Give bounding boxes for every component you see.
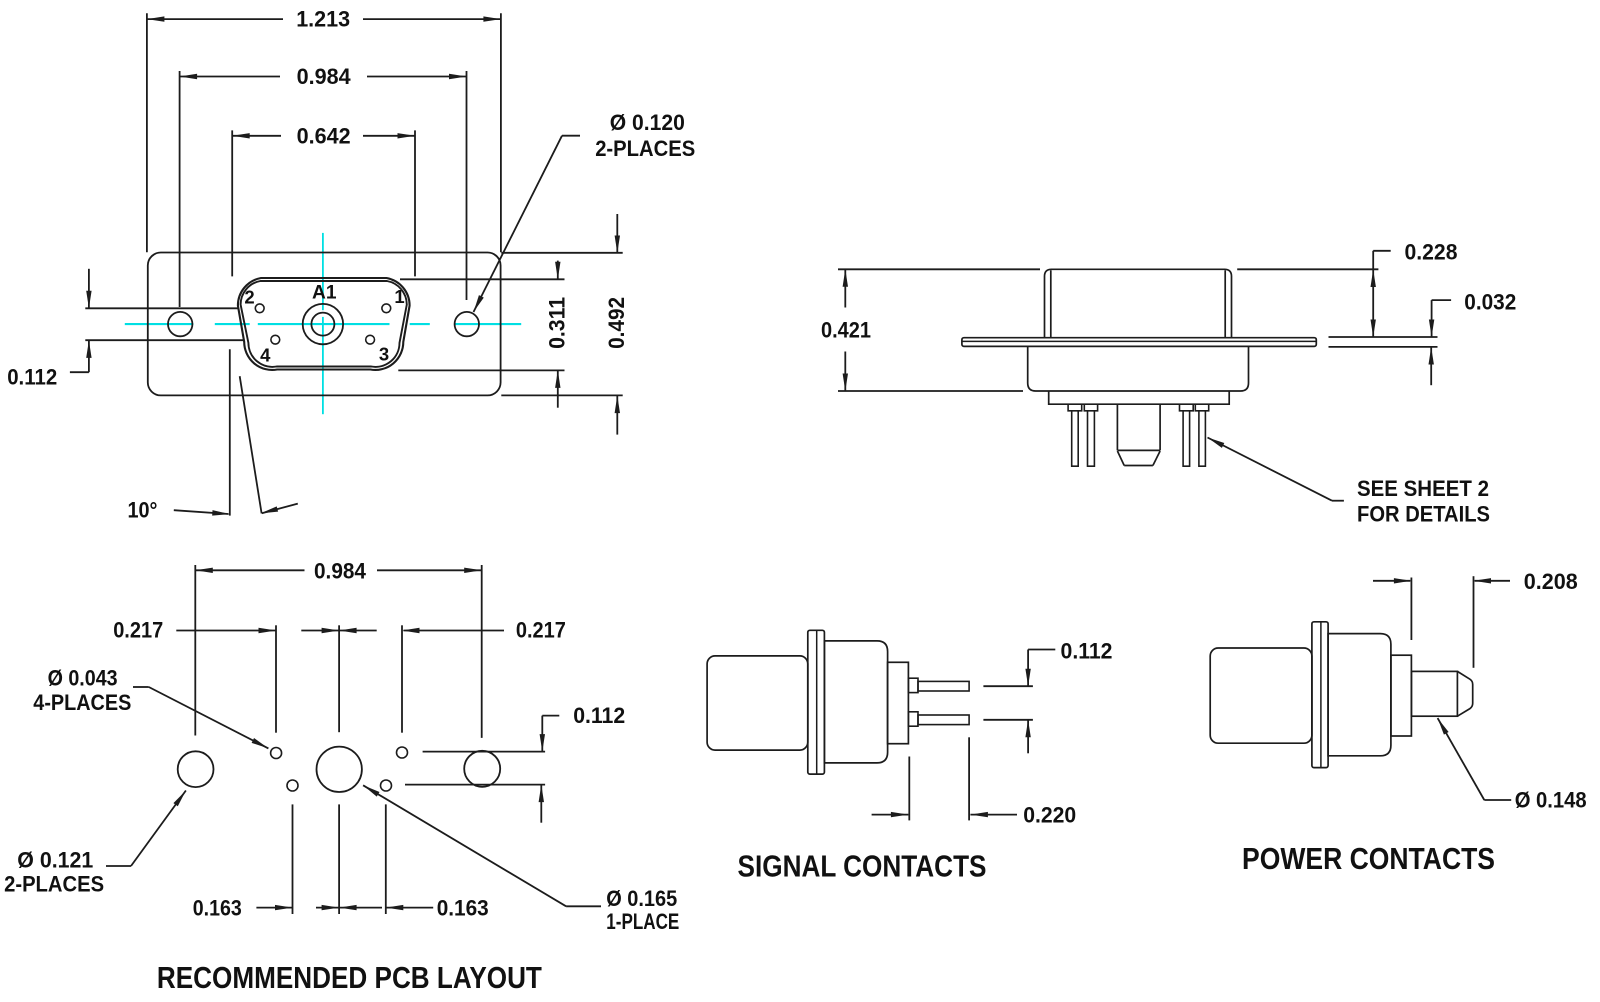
svg-text:4-PLACES: 4-PLACES [33,690,131,715]
svg-text:2-PLACES: 2-PLACES [595,136,695,161]
svg-text:Ø 0.148: Ø 0.148 [1515,787,1587,812]
svg-text:1-PLACE: 1-PLACE [606,909,679,934]
svg-text:1: 1 [394,286,404,307]
svg-text:0.112: 0.112 [7,365,57,390]
svg-text:0.220: 0.220 [1023,802,1076,827]
svg-text:0.163: 0.163 [193,895,242,920]
svg-text:3: 3 [379,344,389,365]
svg-text:4: 4 [260,344,271,365]
svg-text:10°: 10° [128,498,158,523]
svg-text:POWER CONTACTS: POWER CONTACTS [1242,841,1495,876]
svg-text:0.984: 0.984 [297,64,352,89]
svg-text:0.311: 0.311 [545,297,570,349]
svg-text:FOR DETAILS: FOR DETAILS [1357,501,1490,526]
svg-text:Ø 0.165: Ø 0.165 [606,886,677,911]
svg-text:SIGNAL CONTACTS: SIGNAL CONTACTS [738,849,987,884]
svg-text:Ø 0.121: Ø 0.121 [17,848,93,873]
svg-text:A1: A1 [312,282,337,303]
svg-text:0.421: 0.421 [821,318,871,343]
svg-text:0.163: 0.163 [437,895,489,920]
svg-text:0.112: 0.112 [1061,639,1113,664]
svg-text:0.984: 0.984 [314,558,367,583]
svg-text:0.217: 0.217 [113,618,163,643]
svg-text:Ø 0.043: Ø 0.043 [48,665,118,690]
svg-text:0.112: 0.112 [573,703,625,728]
svg-text:0.492: 0.492 [604,297,629,349]
svg-text:0.208: 0.208 [1524,569,1578,594]
svg-text:SEE SHEET 2: SEE SHEET 2 [1357,476,1489,501]
svg-text:0.642: 0.642 [297,124,351,149]
svg-text:Ø 0.120: Ø 0.120 [610,110,685,135]
svg-text:0.228: 0.228 [1405,240,1458,265]
svg-text:1.213: 1.213 [296,7,350,32]
svg-text:0.032: 0.032 [1464,290,1516,315]
svg-text:RECOMMENDED PCB LAYOUT: RECOMMENDED PCB LAYOUT [157,960,542,995]
svg-text:2-PLACES: 2-PLACES [4,871,104,896]
svg-text:2: 2 [244,287,254,308]
svg-text:0.217: 0.217 [516,618,566,643]
